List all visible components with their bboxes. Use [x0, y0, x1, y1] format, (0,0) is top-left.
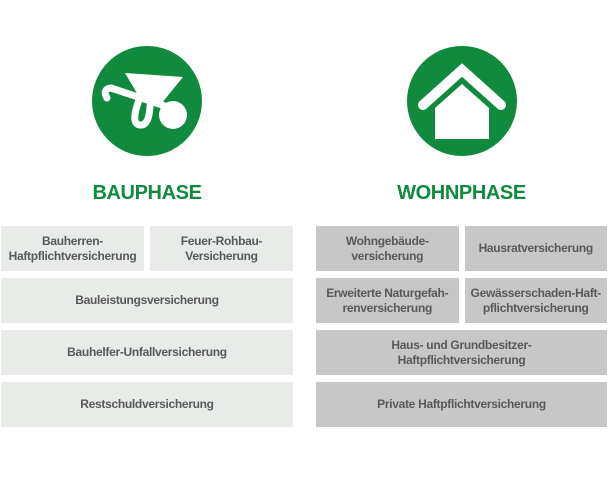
bauphase-title: BAUPHASE: [92, 182, 202, 204]
column-wohnphase: WOHNPHASE Wohngebäude- versicherung Haus…: [316, 0, 607, 427]
insurance-box-bauhelfer-unfall: Bauhelfer-Unfallversicherung: [1, 330, 293, 375]
wohnphase-icon-wrap: [316, 46, 607, 156]
house-icon: [407, 46, 517, 156]
insurance-box-naturgefahren: Erweiterte Naturgefah- renversicherung: [316, 278, 459, 323]
box-row: Restschuldversicherung: [1, 382, 293, 427]
column-bauphase: BAUPHASE Bauherren- Haftpflichtversicher…: [1, 0, 293, 427]
box-row: Haus- und Grundbesitzer- Haftpflichtvers…: [316, 330, 607, 375]
box-row: Private Haftpflichtversicherung: [316, 382, 607, 427]
wohnphase-box-list: Wohngebäude- versicherung Hausratversich…: [316, 226, 607, 427]
bauphase-box-list: Bauherren- Haftpflichtversicherung Feuer…: [1, 226, 293, 427]
wohnphase-title: WOHNPHASE: [397, 182, 526, 204]
box-row: Wohngebäude- versicherung Hausratversich…: [316, 226, 607, 271]
wheelbarrow-icon: [92, 46, 202, 156]
insurance-box-feuer-rohbau: Feuer-Rohbau- Versicherung: [150, 226, 293, 271]
box-row: Bauleistungsversicherung: [1, 278, 293, 323]
insurance-box-haus-grundbesitzer: Haus- und Grundbesitzer- Haftpflichtvers…: [316, 330, 607, 375]
bauphase-icon-wrap: [1, 46, 293, 156]
wohnphase-icon-circle: [406, 46, 517, 156]
bauphase-icon-circle: [92, 46, 202, 156]
box-row: Erweiterte Naturgefah- renversicherung G…: [316, 278, 607, 323]
insurance-box-wohngebaeude: Wohngebäude- versicherung: [316, 226, 459, 271]
box-row: Bauhelfer-Unfallversicherung: [1, 330, 293, 375]
insurance-box-gewaesserschaden: Gewässerschaden-Haft- pflichtversicherun…: [464, 278, 607, 323]
insurance-box-private-haftpflicht: Private Haftpflichtversicherung: [316, 382, 607, 427]
insurance-box-restschuld: Restschuldversicherung: [1, 382, 293, 427]
insurance-box-bauleistung: Bauleistungsversicherung: [1, 278, 293, 323]
box-row: Bauherren- Haftpflichtversicherung Feuer…: [1, 226, 293, 271]
insurance-box-hausrat: Hausratversicherung: [464, 226, 607, 271]
insurance-box-bauherren-haftpflicht: Bauherren- Haftpflichtversicherung: [1, 226, 144, 271]
